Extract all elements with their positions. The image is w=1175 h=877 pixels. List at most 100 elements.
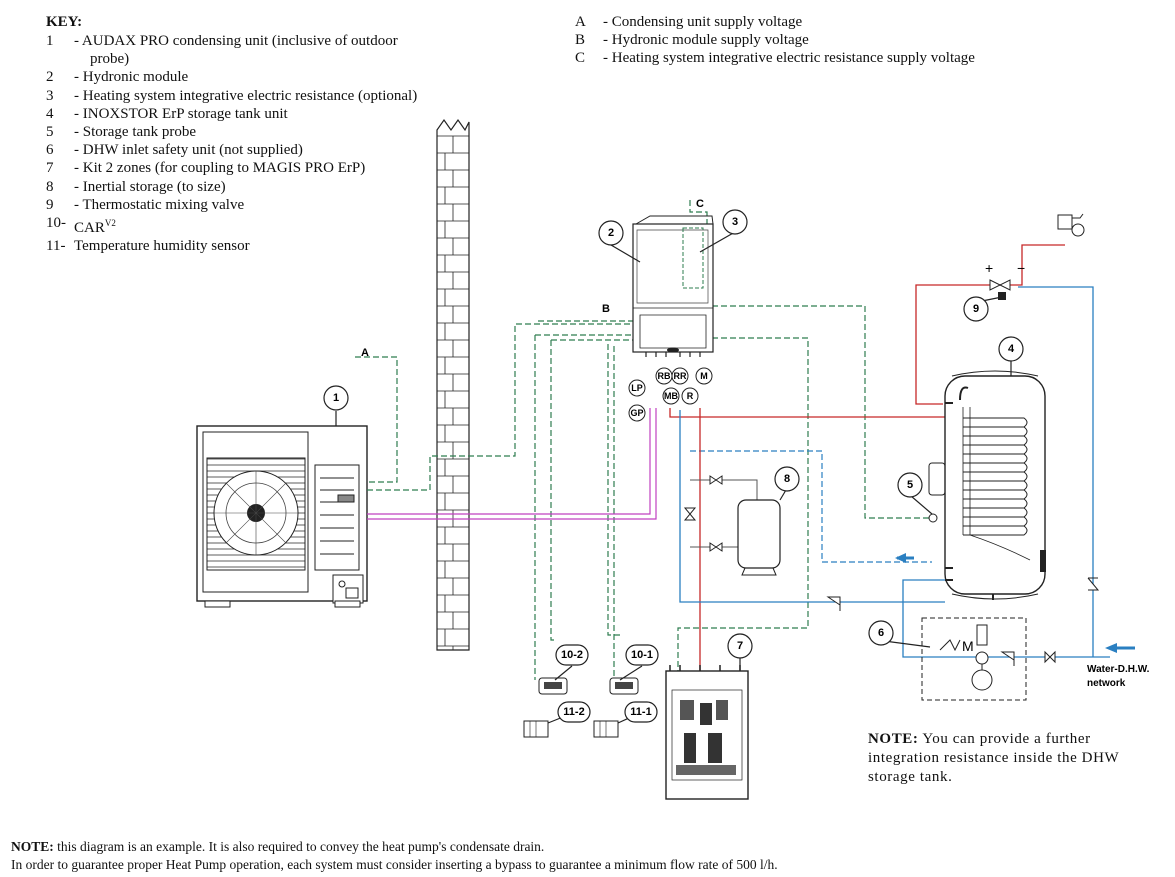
- key-item: 3 - Heating system integrative electric r…: [46, 87, 417, 105]
- key-item-text: - Hydronic module: [74, 69, 189, 86]
- safety-unit: M: [921, 617, 1027, 701]
- network-label-2: network: [1087, 678, 1126, 689]
- key-item-text: - DHW inlet safety unit (not supplied): [74, 142, 303, 159]
- legend-letter: B: [575, 32, 586, 49]
- balloon-10-2: 10-2: [555, 644, 589, 666]
- cold-water-lines: [679, 286, 1110, 658]
- key-item-number: 10-: [46, 215, 66, 232]
- balloon-7: 7: [727, 633, 753, 659]
- note-right-text: You can provide a further integration re…: [868, 731, 1120, 785]
- balloon-11-1: 11-1: [624, 701, 658, 723]
- balloon-3: 3: [722, 209, 748, 235]
- svg-text:R: R: [687, 391, 694, 401]
- svg-text:5: 5: [907, 479, 913, 491]
- key-item-text: probe): [90, 51, 130, 68]
- storage-tank: [928, 370, 1046, 600]
- svg-text:LP: LP: [631, 383, 643, 393]
- balloon-4: 4: [998, 336, 1024, 362]
- connector-rr: RR: [671, 367, 689, 385]
- key-item: probe): [46, 50, 417, 68]
- connector-lp: LP: [628, 379, 646, 397]
- note-bottom-label: NOTE:: [11, 839, 54, 854]
- key-item: 10- CARV2: [46, 214, 417, 237]
- svg-text:GP: GP: [630, 408, 643, 418]
- key-item-text: - Heating system integrative electric re…: [74, 87, 418, 104]
- note-bottom-line2: In order to guarantee proper Heat Pump o…: [11, 857, 778, 872]
- hydronic-module: [632, 215, 714, 357]
- svg-text:RB: RB: [658, 371, 671, 381]
- refrigerant-lines: [367, 408, 657, 520]
- legend-text: - Condensing unit supply voltage: [603, 14, 803, 30]
- svg-text:11-1: 11-1: [630, 706, 651, 718]
- key-title: KEY:: [46, 14, 83, 30]
- svg-text:M: M: [700, 371, 708, 381]
- key-item-number: 11-: [46, 238, 66, 255]
- key-item-text: CAR: [74, 220, 105, 237]
- connector-gp: GP: [628, 404, 646, 422]
- balloon-5: 5: [897, 472, 923, 498]
- note-right-label: NOTE:: [868, 731, 919, 747]
- svg-text:10-1: 10-1: [631, 649, 653, 661]
- wire-label-a: A: [361, 347, 369, 359]
- connector-r: R: [681, 387, 699, 405]
- key-item-text: - Inertial storage (to size): [74, 178, 226, 195]
- balloon-9: 9: [963, 296, 989, 322]
- balloon-2: 2: [598, 220, 624, 246]
- svg-text:4: 4: [1008, 343, 1015, 355]
- svg-text:1: 1: [333, 392, 339, 404]
- key-item-text: - INOXSTOR ErP storage tank unit: [74, 105, 288, 122]
- key-item-text: - Kit 2 zones (for coupling to MAGIS PRO…: [74, 160, 366, 177]
- wire-label-b: B: [602, 303, 610, 315]
- connector-rb: RB: [655, 367, 673, 385]
- key-item: 9- Thermostatic mixing valve: [46, 196, 417, 214]
- thermostatic-mixer: + −: [985, 260, 1025, 300]
- key-item-number: 3: [46, 87, 54, 104]
- safety-unit-m: M: [962, 638, 974, 654]
- key-item: 1- AUDAX PRO condensing unit (inclusive …: [46, 32, 417, 50]
- legend-letter: A: [575, 14, 586, 30]
- key-item-sup: V2: [104, 218, 116, 229]
- note-right: NOTE: You can provide a further integrat…: [868, 730, 1138, 787]
- note-bottom-line1: this diagram is an example. It is also r…: [57, 839, 545, 854]
- wall: [436, 118, 470, 651]
- key-item: 5- Storage tank probe: [46, 123, 417, 141]
- legend-item: B - Hydronic module supply voltage: [575, 31, 975, 49]
- inertial-storage: [737, 499, 781, 576]
- key-item-number: 7: [46, 160, 54, 177]
- condensing-unit: [196, 425, 368, 608]
- balloon-10-1: 10-1: [625, 644, 659, 666]
- mixer-plus: +: [985, 260, 993, 276]
- key-item-text: - AUDAX PRO condensing unit (inclusive o…: [74, 33, 398, 49]
- svg-text:MB: MB: [664, 391, 678, 401]
- key-item: 6- DHW inlet safety unit (not supplied): [46, 141, 417, 159]
- legend-item: A - Condensing unit supply voltage: [575, 13, 975, 31]
- svg-text:9: 9: [973, 303, 979, 315]
- legend-text: - Hydronic module supply voltage: [603, 32, 809, 49]
- connector-mb: MB: [662, 387, 680, 405]
- svg-text:10-2: 10-2: [561, 649, 583, 661]
- kit-2-zones: [665, 665, 749, 800]
- key-item: 11-Temperature humidity sensor: [46, 237, 417, 255]
- controllers: [523, 677, 639, 738]
- check-valves: [826, 577, 1100, 666]
- ball-valves: [683, 475, 723, 552]
- mixer-minus: −: [1017, 260, 1025, 276]
- legend-text: - Heating system integrative electric re…: [603, 50, 975, 67]
- key-item-number: 9: [46, 196, 54, 213]
- balloon-1: 1: [323, 385, 349, 411]
- balloon-11-2: 11-2: [557, 701, 591, 723]
- key-item: 8- Inertial storage (to size): [46, 178, 417, 196]
- connector-m: M: [695, 367, 713, 385]
- svg-text:7: 7: [737, 640, 743, 652]
- svg-text:3: 3: [732, 216, 738, 228]
- svg-text:6: 6: [878, 627, 884, 639]
- svg-text:8: 8: [784, 473, 790, 485]
- key-item-number: 4: [46, 105, 54, 122]
- balloon-8: 8: [774, 466, 800, 492]
- note-bottom: NOTE: this diagram is an example. It is …: [11, 838, 778, 874]
- balloon-6: 6: [868, 620, 894, 646]
- key-item-number: 5: [46, 124, 54, 141]
- hot-water-lines: [669, 244, 1065, 690]
